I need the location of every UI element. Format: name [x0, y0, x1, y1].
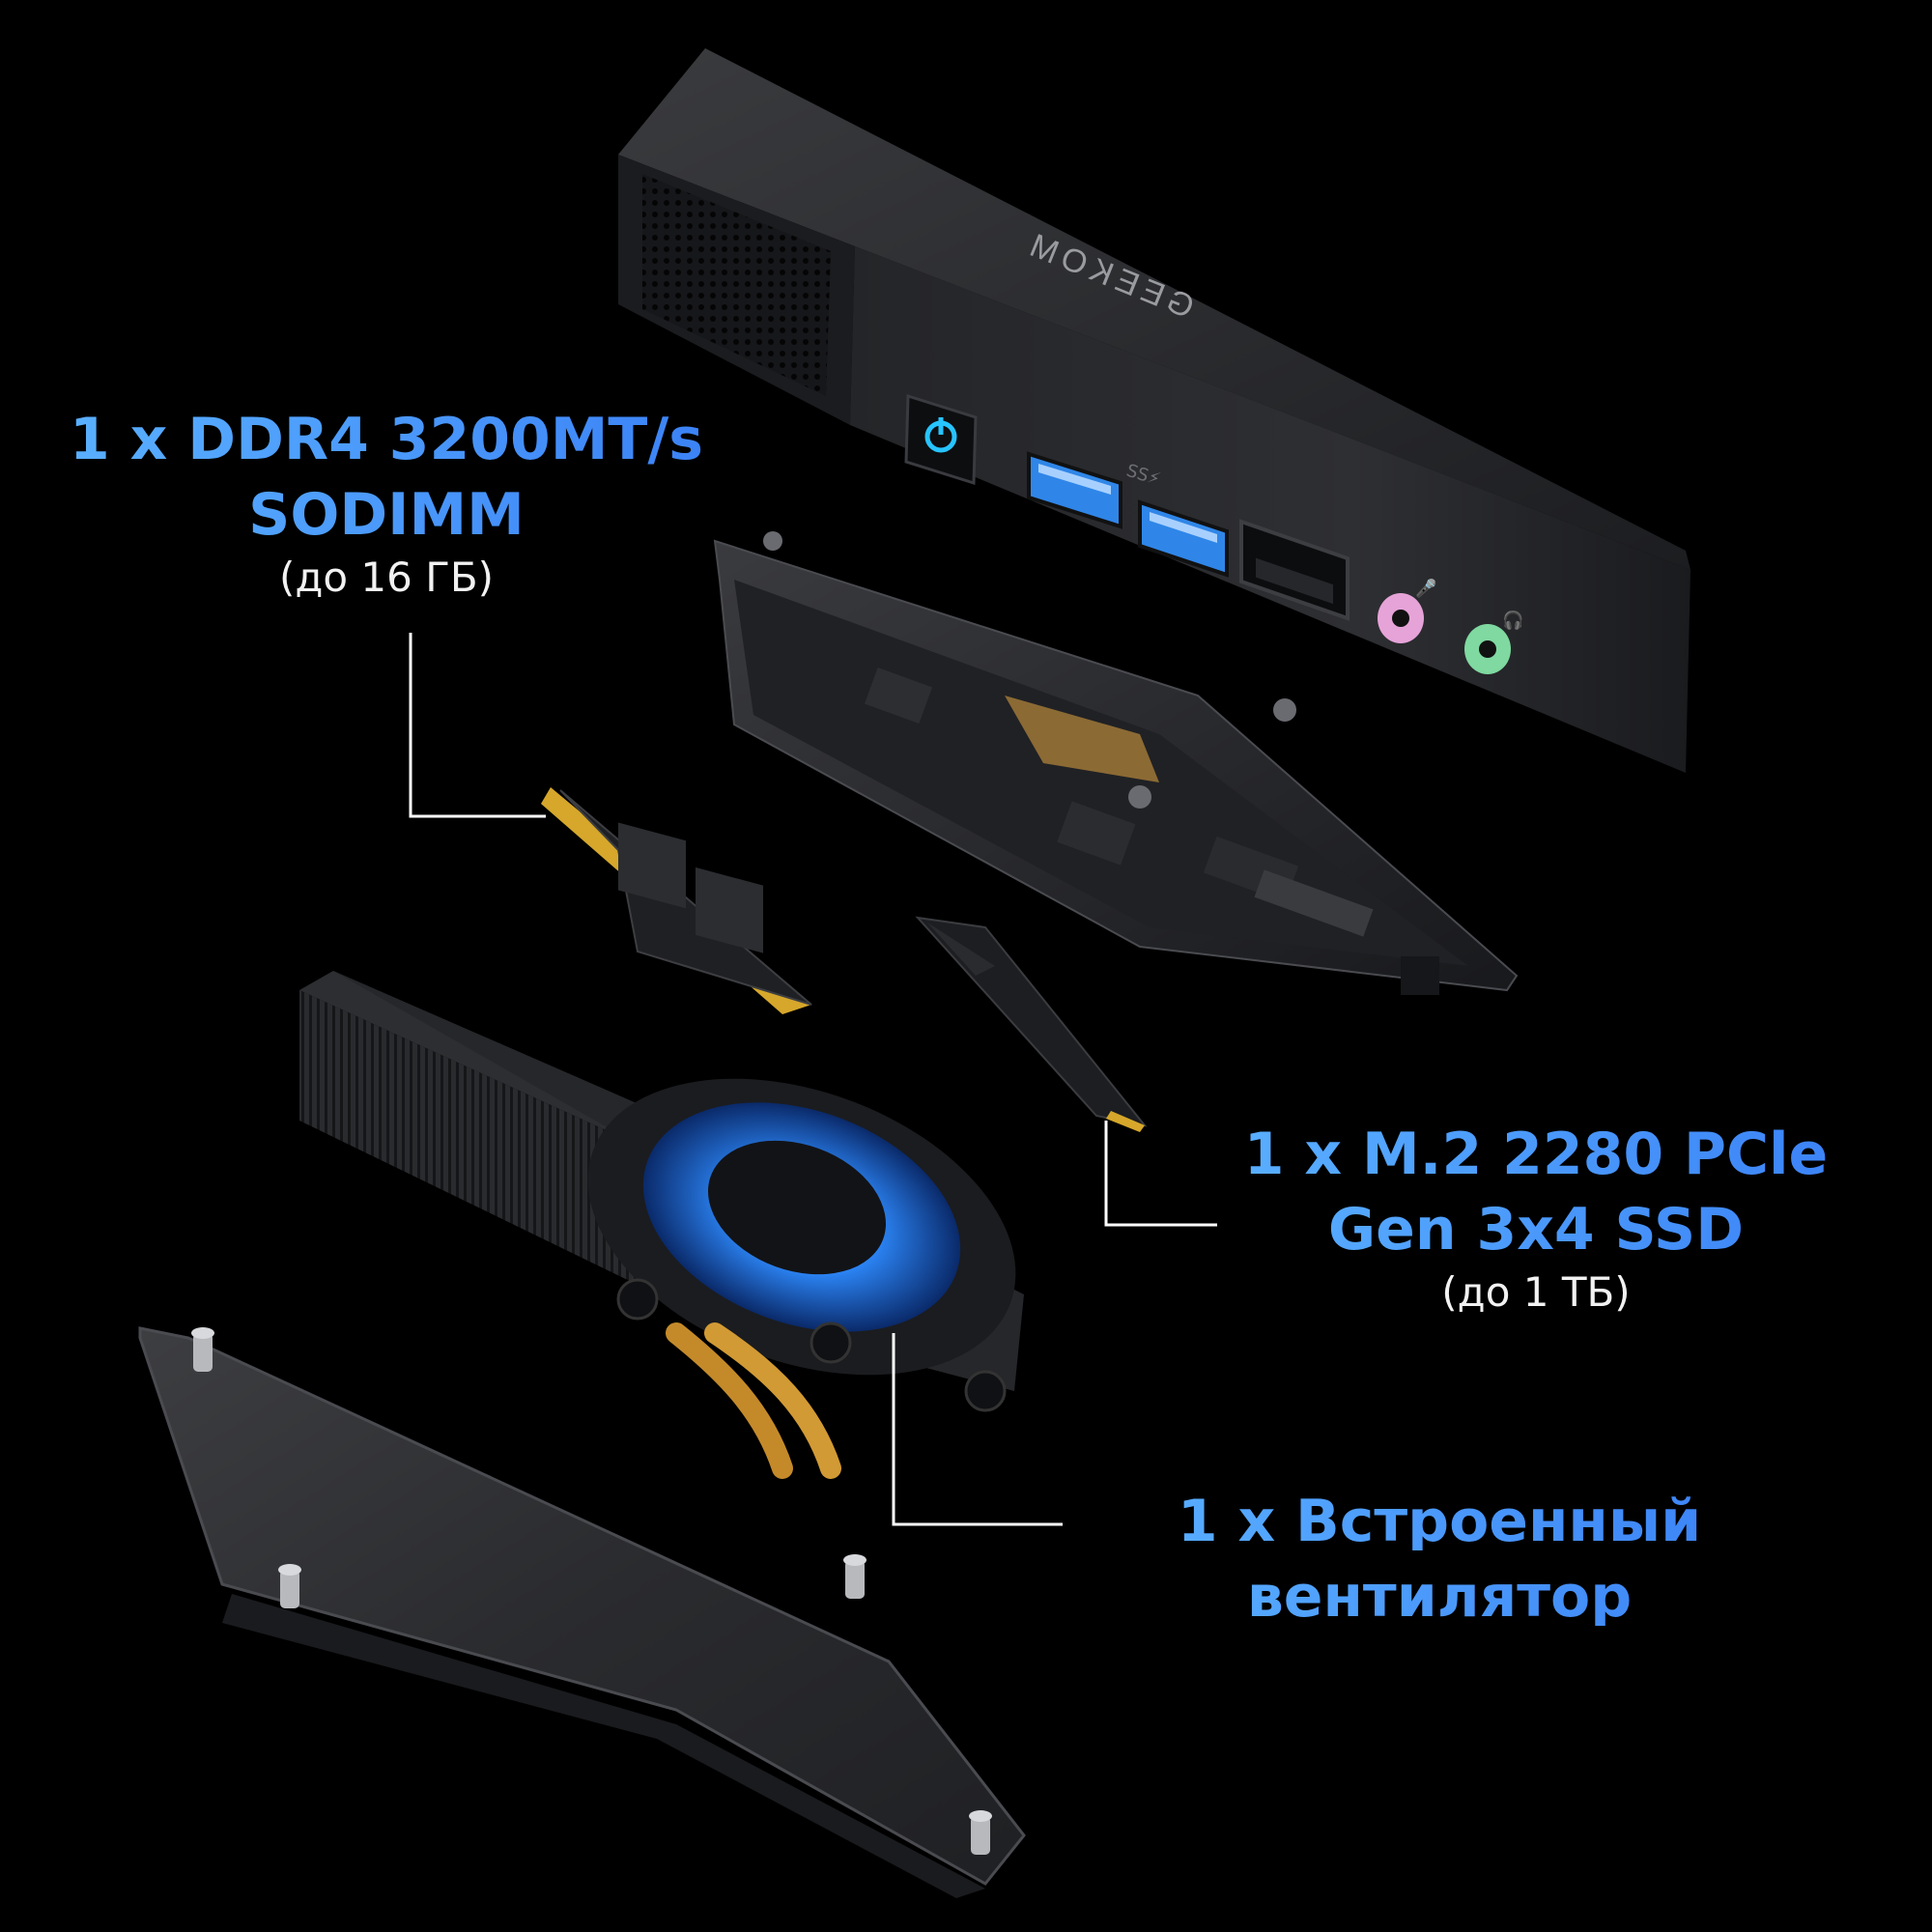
heatpipe-2 [704, 1322, 841, 1479]
fan-callout-subtitle: вентилятор [1121, 1568, 1758, 1626]
plate-screw [843, 1554, 867, 1599]
fan-hub [708, 1140, 886, 1275]
power-button[interactable] [904, 393, 978, 486]
audio-jack-headphone[interactable] [1464, 624, 1511, 674]
usb-icon [1150, 512, 1217, 543]
ssd-gold-contacts [1106, 1111, 1145, 1132]
audio-jack-mic[interactable] [1378, 593, 1424, 643]
usb-c-port[interactable] [1239, 519, 1350, 621]
ssd-leader-line [1104, 1121, 1217, 1227]
motherboard [713, 531, 1519, 995]
headphone-icon: 🎧 [1502, 610, 1523, 631]
plate-screw [969, 1810, 992, 1855]
usb-icon [1038, 464, 1111, 495]
fan-leader-line [892, 1333, 1063, 1526]
fan-callout-title: 1 x Встроенный [1121, 1492, 1758, 1550]
fan-callout: 1 x Встроенный вентилятор [1121, 1492, 1758, 1626]
ssd-callout-title: 1 x M.2 2280 PCle [1217, 1125, 1855, 1183]
port-pins [1256, 557, 1333, 605]
leader-lines [409, 633, 1217, 1526]
vent-grille [642, 174, 831, 396]
cooler-assembly [299, 971, 1024, 1479]
mic-icon: 🎤 [1415, 578, 1436, 599]
cpu-heatspreader [1005, 696, 1159, 782]
ram-callout: 1 x DDR4 3200MT/s SODIMM (до 16 ГБ) [58, 411, 715, 598]
case-top [618, 48, 1690, 570]
ssd-callout: 1 x M.2 2280 PCle Gen 3x4 SSD (до 1 ТБ) [1217, 1125, 1855, 1313]
ssd-controller [927, 923, 995, 976]
plate-screw [191, 1327, 214, 1372]
ram-leader-line [409, 633, 546, 818]
plate-screw [278, 1564, 301, 1608]
ram-module [541, 787, 812, 1014]
ssd-callout-subtitle: Gen 3x4 SSD [1217, 1201, 1855, 1259]
ssd-callout-note: (до 1 ТБ) [1441, 1268, 1631, 1316]
heatpipe-1 [666, 1322, 793, 1479]
usb-port-2[interactable] [1138, 499, 1229, 578]
ram-callout-subtitle: SODIMM [58, 486, 715, 544]
usb-port-1[interactable] [1027, 451, 1122, 529]
ssd-module [915, 916, 1148, 1132]
plate-edge [222, 1594, 985, 1898]
bottom-plate [138, 1326, 1026, 1898]
heatsink-fins [299, 990, 638, 1285]
ram-callout-note: (до 16 ГБ) [278, 554, 495, 601]
ram-callout-title: 1 x DDR4 3200MT/s [58, 411, 715, 469]
